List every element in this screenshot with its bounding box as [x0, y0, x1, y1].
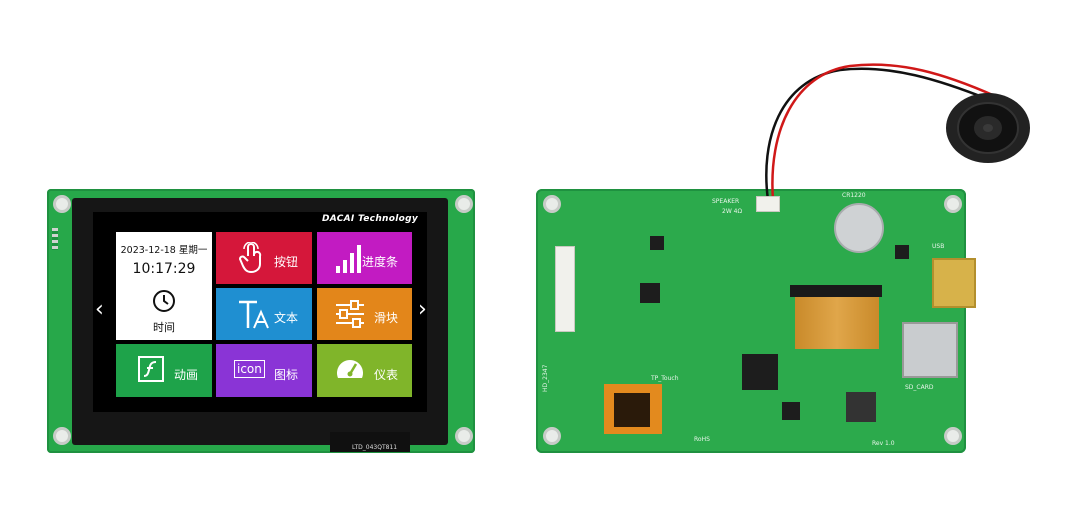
lcd-connector: [790, 285, 882, 297]
date-text: 2023-12-18 星期一: [120, 245, 208, 256]
tile-label: 滑块: [373, 311, 398, 325]
fpc-connector: [555, 246, 575, 332]
silk-sd: SD_CARD: [905, 384, 934, 391]
silk-rohs: RoHS: [694, 436, 710, 443]
usb-port: [932, 258, 976, 308]
mount-hole: [455, 195, 473, 213]
silk-rev: Rev 1.0: [872, 440, 895, 447]
ic-chip: [640, 283, 660, 303]
fpc-label: LTD_043QT811: [352, 444, 398, 451]
touch-icon: [238, 242, 262, 274]
speaker-wires: [765, 63, 996, 201]
tile-label: 图标: [273, 368, 298, 382]
silk-battery: CR1220: [842, 192, 866, 199]
mount-hole: [455, 427, 473, 445]
gauge-icon: [337, 360, 363, 378]
ic-chip: [650, 236, 664, 250]
bars-icon: [336, 245, 361, 273]
brand-label: DACAI Technology: [321, 214, 418, 224]
tile-label: 仪表: [373, 368, 398, 382]
time-text: 10:17:29: [132, 261, 196, 277]
board-pcb: [536, 189, 966, 453]
prev-arrow[interactable]: ‹: [95, 297, 104, 322]
next-arrow[interactable]: ›: [418, 297, 427, 322]
mcu-chip: [742, 354, 778, 390]
text-icon: [239, 300, 269, 329]
mount-hole: [543, 195, 561, 213]
tile-animation[interactable]: 动画: [116, 344, 212, 397]
tile-label: 动画: [173, 368, 198, 382]
clock-label: 时间: [153, 321, 175, 334]
tile-label: 进度条: [361, 255, 398, 269]
ic-chip: [782, 402, 800, 420]
fpc-cable: [330, 432, 410, 452]
icon-icon: icon: [234, 360, 265, 378]
tile-label: 文本: [273, 311, 298, 325]
mount-hole: [944, 195, 962, 213]
tile-text[interactable]: 文本: [216, 288, 312, 340]
touch-chip: [614, 393, 650, 427]
battery-holder: [834, 203, 884, 253]
speaker-connector: [756, 196, 780, 212]
side-connector: [52, 228, 58, 250]
speaker-icon: [946, 93, 1030, 163]
mount-hole: [53, 427, 71, 445]
silk-hd: HD_2347: [542, 364, 549, 392]
mount-hole: [543, 427, 561, 445]
flex-cable: [795, 297, 879, 349]
tile-slider[interactable]: 滑块: [317, 288, 412, 340]
silk-usb: USB: [932, 243, 945, 250]
silk-speaker-rating: 2W 4Ω: [722, 208, 743, 215]
slider-icon: [336, 300, 364, 328]
tile-icon[interactable]: icon 图标: [216, 344, 312, 397]
ic-chip: [895, 245, 909, 259]
tile-gauge[interactable]: 仪表: [317, 344, 412, 397]
mount-hole: [53, 195, 71, 213]
flash-icon: [138, 356, 164, 382]
silk-tp: TP_Touch: [651, 375, 679, 382]
silk-speaker: SPEAKER: [712, 198, 740, 205]
clock-icon: [153, 290, 175, 312]
sd-card-slot: [902, 322, 958, 378]
inductor: [846, 392, 876, 422]
tile-label: 按钮: [273, 255, 298, 269]
mount-hole: [944, 427, 962, 445]
tile-button[interactable]: 按钮: [216, 232, 312, 284]
clock-tile[interactable]: 2023-12-18 星期一 10:17:29 时间: [116, 232, 212, 340]
tile-progress[interactable]: 进度条: [317, 232, 412, 284]
